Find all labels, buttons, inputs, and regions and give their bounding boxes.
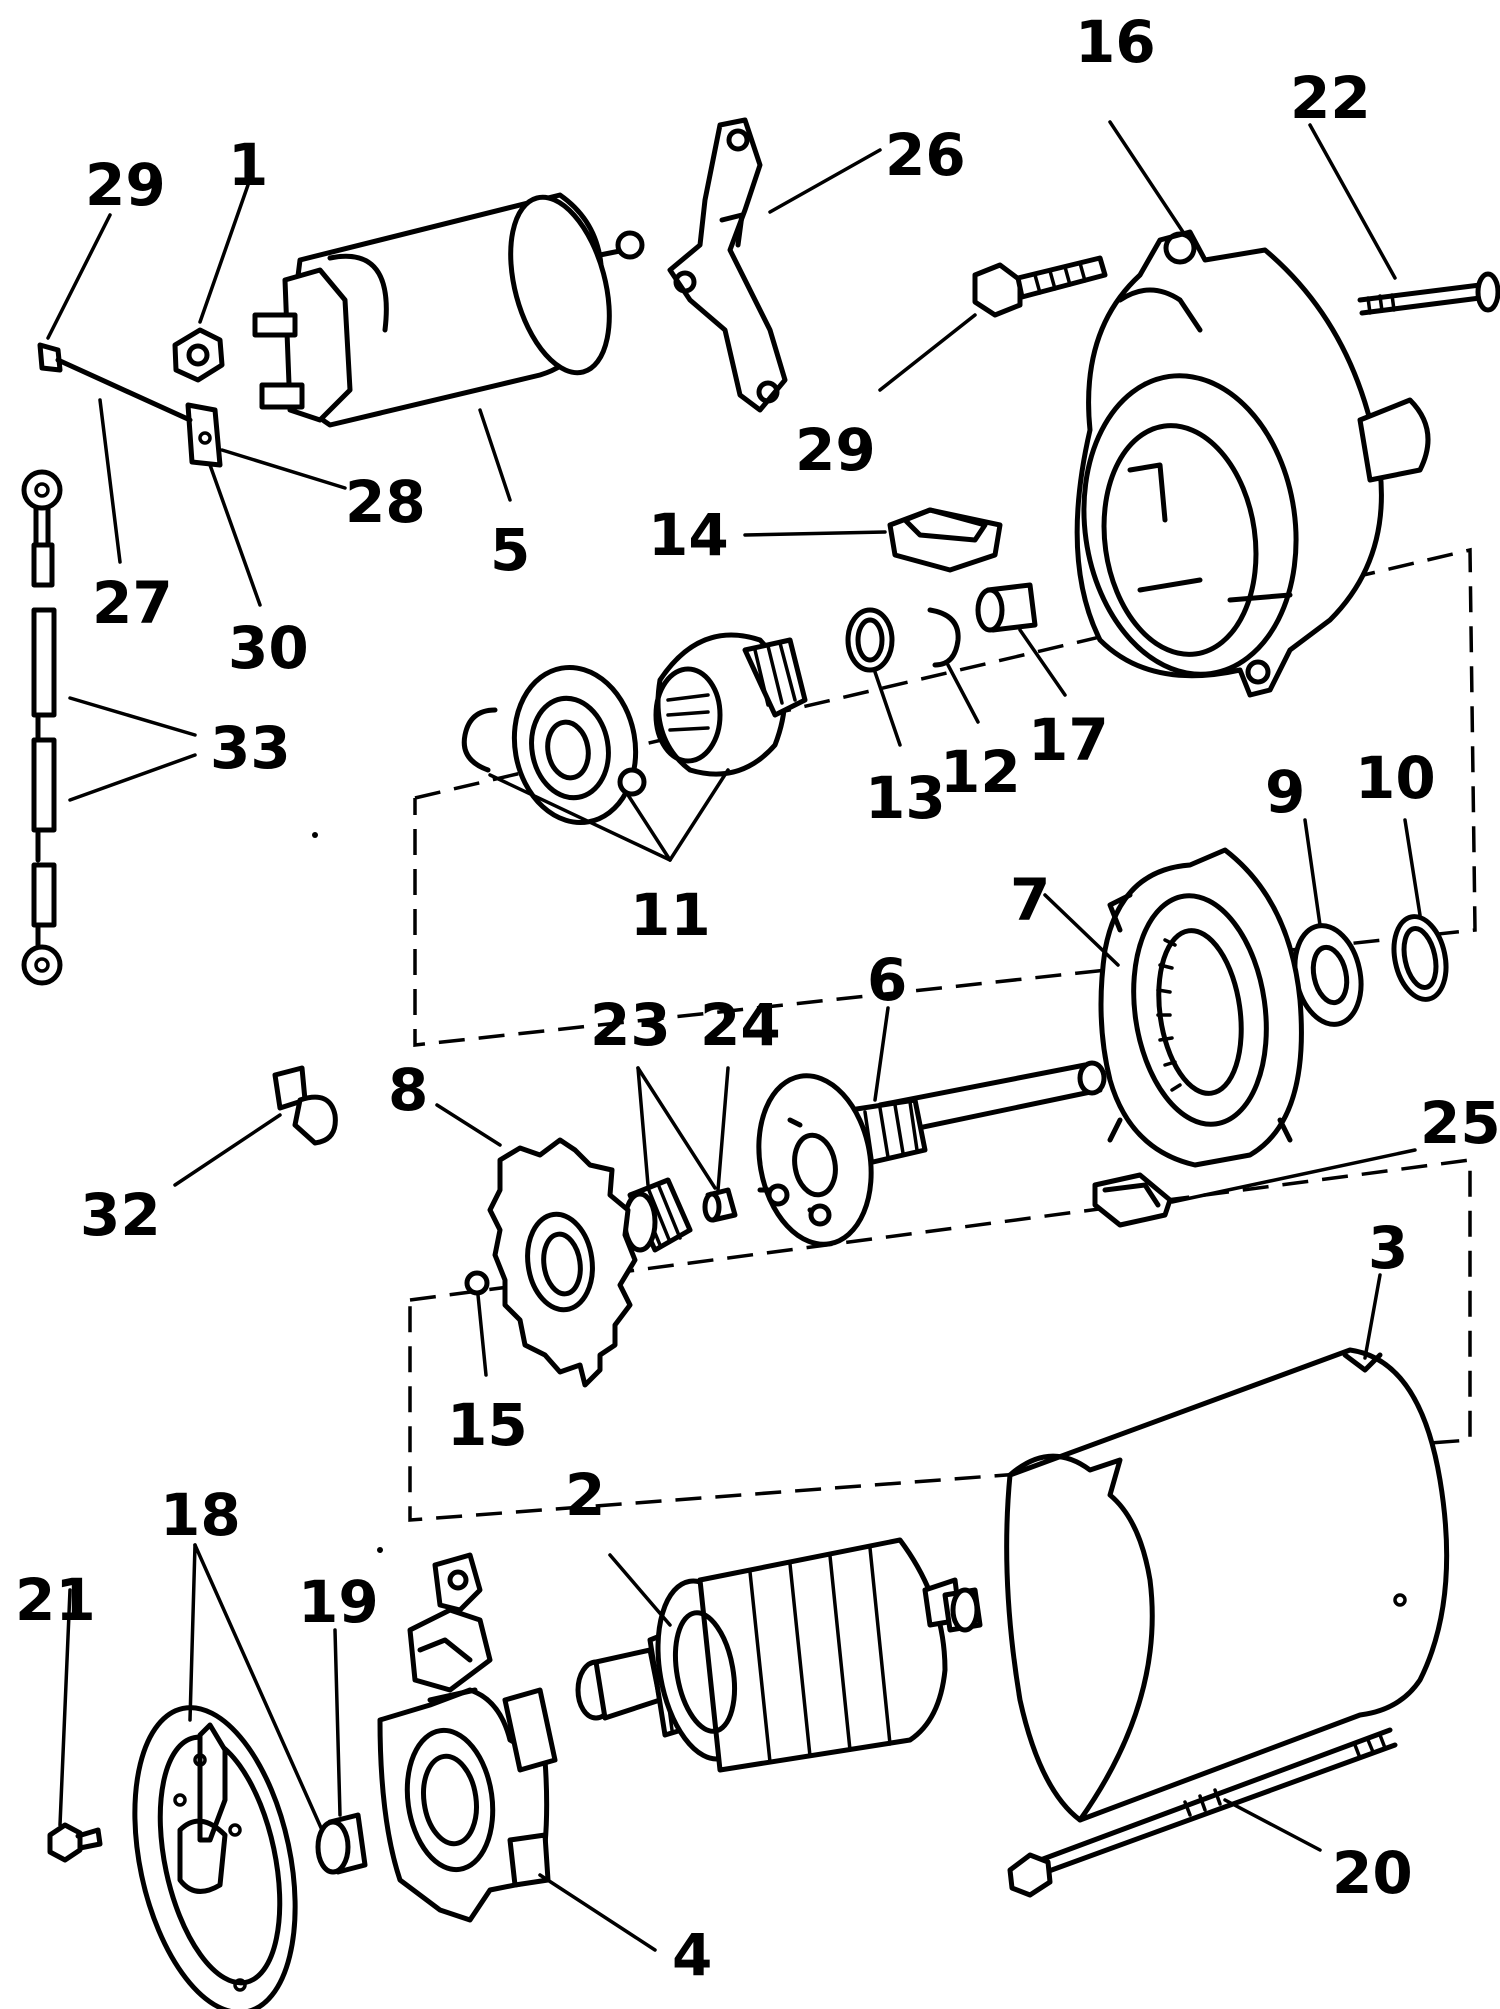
part-6-shaft xyxy=(756,1060,1107,1247)
callout-12: 12 xyxy=(940,738,1021,806)
speck xyxy=(377,1547,383,1553)
callout-20: 20 xyxy=(1332,1839,1413,1907)
group-box-lower xyxy=(408,1158,1472,1522)
callout-21: 21 xyxy=(15,1566,96,1634)
speck xyxy=(312,832,318,838)
callout-8: 8 xyxy=(388,1056,428,1124)
part-2-armature xyxy=(575,1537,983,1773)
part-1-nut xyxy=(172,327,225,383)
callout-1: 1 xyxy=(228,131,268,199)
callout-22: 22 xyxy=(1290,64,1371,132)
part-10-ring xyxy=(1391,914,1449,1002)
part-24-pin xyxy=(702,1187,738,1223)
callout-5: 5 xyxy=(490,516,530,584)
part-15-ball xyxy=(464,1270,490,1296)
part-19-bushing xyxy=(315,1812,368,1875)
callout-6: 6 xyxy=(867,946,907,1014)
callout-29-left: 29 xyxy=(85,151,166,219)
callout-15: 15 xyxy=(447,1391,528,1459)
callout-28: 28 xyxy=(345,468,426,536)
callout-16: 16 xyxy=(1075,8,1156,76)
callout-11: 11 xyxy=(630,881,711,949)
callout-9: 9 xyxy=(1265,758,1305,826)
part-8-plate xyxy=(487,1137,638,1388)
part-22-bolt xyxy=(1357,271,1500,316)
callout-33: 33 xyxy=(210,714,291,782)
part-5-solenoid xyxy=(252,192,645,428)
callout-4: 4 xyxy=(672,1921,712,1989)
part-3-yoke xyxy=(1004,1347,1450,1823)
part-32-clip xyxy=(272,1065,338,1146)
part-23-planet-gear xyxy=(622,1177,693,1253)
part-12-clip xyxy=(927,607,961,668)
callout-17: 17 xyxy=(1028,706,1109,774)
callout-3: 3 xyxy=(1368,1214,1408,1282)
callout-25: 25 xyxy=(1420,1089,1500,1157)
callout-19: 19 xyxy=(298,1568,379,1636)
part-14-brush xyxy=(887,507,1003,573)
part-18-end-cover xyxy=(132,1705,298,2009)
callout-32: 32 xyxy=(80,1181,161,1249)
callout-24: 24 xyxy=(700,991,781,1059)
part-17-bushing xyxy=(975,582,1038,633)
part-26-shift-lever xyxy=(667,117,788,413)
part-25-clip xyxy=(1092,1172,1173,1228)
part-27-strap xyxy=(37,342,223,468)
part-29-bolt xyxy=(972,255,1108,318)
part-33-cable xyxy=(21,469,63,986)
part-21-screw xyxy=(47,1822,103,1863)
part-7-gear-housing xyxy=(1098,847,1304,1168)
callout-18: 18 xyxy=(160,1481,241,1549)
callout-26: 26 xyxy=(885,121,966,189)
callout-29-mid: 29 xyxy=(795,416,876,484)
callout-27: 27 xyxy=(92,569,173,637)
callout-7: 7 xyxy=(1010,866,1050,934)
leader-lines xyxy=(46,120,1422,1952)
part-16-drive-housing xyxy=(1074,229,1431,698)
callout-14: 14 xyxy=(648,501,729,569)
part-13-ring xyxy=(845,607,895,673)
callout-2: 2 xyxy=(565,1461,605,1529)
part-20-bolt xyxy=(1007,1727,1398,1898)
part-4-brush-holder xyxy=(377,1552,558,1923)
callout-23: 23 xyxy=(590,991,671,1059)
callout-30: 30 xyxy=(228,614,309,682)
callout-13: 13 xyxy=(865,764,946,832)
callout-10: 10 xyxy=(1355,744,1436,812)
part-11-drive xyxy=(461,632,808,826)
callout-numbers: 1 2 3 4 5 6 7 8 9 10 11 12 13 14 15 16 1… xyxy=(15,8,1500,1989)
